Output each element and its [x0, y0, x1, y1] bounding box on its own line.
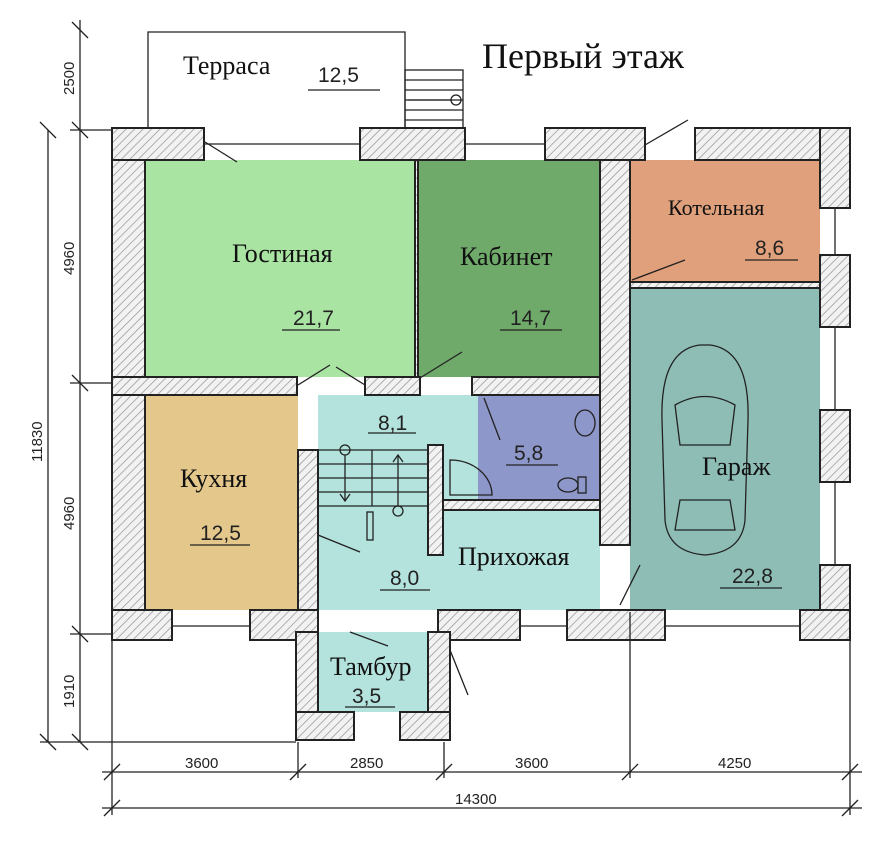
study-label: Кабинет [460, 242, 553, 271]
sink-icon [574, 409, 596, 437]
plan-title: Первый этаж [482, 36, 685, 76]
walls [111, 127, 851, 741]
interior-stairs [318, 444, 428, 541]
vestibule-label: Тамбур [330, 652, 411, 681]
terrace-label: Терраса [183, 51, 271, 80]
car-icon [661, 344, 749, 556]
room-kitchen [145, 395, 298, 610]
dim-bottom-2: 2850 [350, 755, 383, 772]
terrace-area: 12,5 [318, 64, 359, 87]
doors [204, 119, 689, 696]
kitchen-label: Кухня [180, 464, 247, 493]
living-label: Гостиная [232, 239, 333, 268]
kitchen-area: 12,5 [200, 522, 241, 545]
room-garage [630, 288, 820, 610]
dim-left-total: 11830 [29, 421, 46, 462]
room-hallway [440, 500, 600, 610]
terrace-stairs [404, 69, 464, 129]
dim-bottom-1: 3600 [185, 755, 218, 772]
garage-area: 22,8 [732, 565, 773, 588]
dim-left-2: 4960 [61, 242, 78, 275]
room-living [145, 160, 415, 377]
vestibule-area: 3,5 [352, 685, 381, 708]
hallway-area: 8,0 [390, 567, 419, 590]
room-vestibule [318, 632, 428, 712]
dim-left-4: 1910 [61, 675, 78, 708]
dim-bottom-total: 14300 [455, 791, 497, 808]
terrace: Терраса 12,5 [147, 31, 464, 129]
room-study [418, 160, 600, 377]
shower-icon [449, 459, 493, 496]
boiler-area: 8,6 [755, 237, 784, 260]
left-dimensions: 2500 4960 4960 1910 11830 [29, 20, 296, 751]
living-area: 21,7 [293, 307, 334, 330]
dim-bottom-4: 4250 [718, 755, 751, 772]
bottom-dimensions: 3600 2850 3600 4250 14300 [102, 612, 862, 817]
bathroom-area: 5,8 [514, 442, 543, 465]
boiler-label: Котельная [668, 195, 764, 220]
room-boiler [630, 160, 820, 282]
hallway-label: Прихожая [458, 542, 570, 571]
dim-left-3: 4960 [61, 497, 78, 530]
dim-bottom-3: 3600 [515, 755, 548, 772]
bathroom-fixtures [449, 409, 596, 496]
garage-label: Гараж [702, 452, 771, 481]
study-area: 14,7 [510, 307, 551, 330]
hall-upper-area: 8,1 [378, 412, 407, 435]
dim-left-1: 2500 [61, 62, 78, 95]
